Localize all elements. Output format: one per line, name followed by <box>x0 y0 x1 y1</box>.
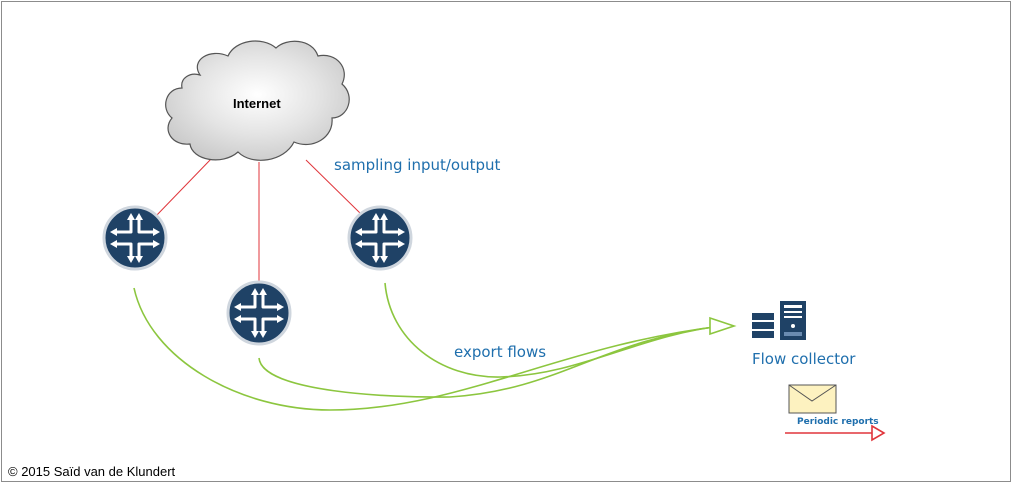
link-internet-router-left <box>154 157 213 218</box>
internet-cloud-icon <box>165 40 350 161</box>
flow-collector-label: Flow collector <box>752 350 856 368</box>
router-middle-icon <box>226 280 292 346</box>
router-left-icon <box>102 205 168 271</box>
flow-arrowhead <box>709 316 737 336</box>
flow-router-middle <box>258 325 723 398</box>
flow-router-right <box>384 282 723 378</box>
server-icon <box>752 301 806 340</box>
link-internet-router-right <box>305 159 361 214</box>
periodic-reports-label: Periodic reports <box>797 417 879 427</box>
internet-label: Internet <box>233 96 281 111</box>
envelope-icon <box>788 384 837 414</box>
reports-arrow <box>785 424 886 442</box>
router-right-icon <box>347 205 413 271</box>
sampling-label: sampling input/output <box>334 156 501 174</box>
export-flows-label: export flows <box>454 343 547 361</box>
flow-router-left <box>133 287 723 411</box>
copyright-notice: © 2015 Saïd van de Klundert <box>8 464 176 479</box>
